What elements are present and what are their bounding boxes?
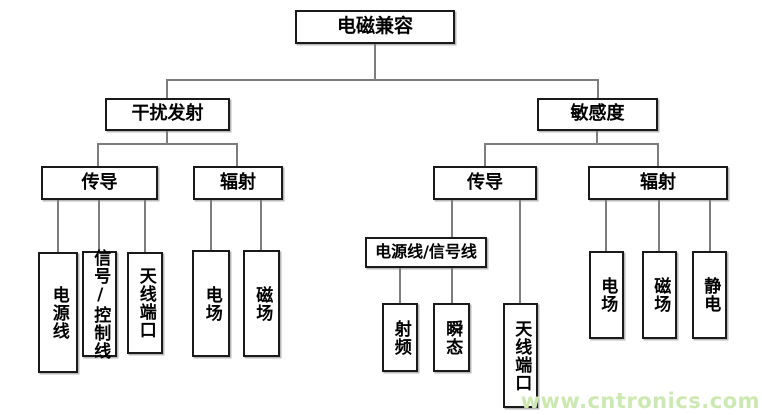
connector-line (657, 143, 659, 167)
node-antenna-port-susceptibility: 天线端口 (503, 303, 538, 408)
connector-line (605, 199, 607, 252)
connector-line (166, 79, 599, 81)
node-conduction-susceptibility: 传导 (433, 166, 537, 200)
node-signal-control-line: 信号/控制线 (82, 248, 117, 360)
connector-line (260, 199, 262, 251)
node-radiation-susceptibility: 辐射 (588, 166, 728, 200)
node-signal-control-line-label: 信号/控制线 (90, 248, 111, 360)
node-esd: 静电 (692, 251, 727, 339)
node-m-field-susceptibility: 磁场 (642, 251, 677, 339)
node-conduction-emission: 传导 (41, 166, 158, 200)
node-power-signal-line-label: 电源线/信号线 (375, 242, 477, 262)
connector-line (97, 143, 238, 145)
node-conduction-emission-label: 传导 (81, 171, 118, 193)
connector-line (57, 199, 59, 253)
connector-line (399, 266, 401, 304)
node-m-field-susceptibility-label: 磁场 (650, 277, 671, 313)
node-radiation-emission: 辐射 (193, 166, 283, 200)
node-emc: 电磁兼容 (295, 10, 455, 44)
connector-line (451, 266, 453, 304)
node-rf-label: 射频 (390, 319, 411, 356)
connector-line (236, 143, 238, 167)
node-susceptibility: 敏感度 (537, 98, 658, 131)
connector-line (210, 199, 212, 251)
connector-line (519, 199, 521, 304)
connector-line (709, 199, 711, 252)
node-radiation-emission-label: 辐射 (220, 171, 256, 193)
node-e-field-emission-label: 电场 (201, 285, 222, 322)
connector-line (98, 199, 100, 252)
node-power-signal-line: 电源线/信号线 (365, 237, 487, 268)
node-e-field-susceptibility: 电场 (589, 251, 624, 339)
connector-line (484, 143, 659, 145)
node-susceptibility-label: 敏感度 (570, 103, 625, 125)
connector-line (596, 131, 598, 145)
node-antenna-port-susceptibility-label: 天线端口 (511, 319, 532, 392)
connector-line (166, 79, 168, 99)
connector-line (374, 44, 376, 80)
node-radiation-susceptibility-label: 辐射 (640, 171, 676, 193)
node-power-line: 电源线 (38, 252, 78, 373)
node-antenna-port-emission: 天线端口 (127, 252, 163, 354)
watermark: www.cntronics.com (520, 389, 760, 413)
connector-line (97, 143, 99, 167)
node-emission-label: 干扰发射 (131, 103, 204, 125)
node-antenna-port-emission-label: 天线端口 (135, 267, 156, 339)
connector-line (166, 131, 168, 145)
connector-line (597, 79, 599, 99)
connector-line (144, 199, 146, 253)
connector-line (484, 143, 486, 167)
node-m-field-emission-label: 磁场 (252, 285, 273, 322)
node-emission: 干扰发射 (105, 98, 230, 131)
node-e-field-emission: 电场 (192, 250, 230, 357)
connector-line (451, 199, 453, 238)
node-power-line-label: 电源线 (48, 285, 69, 340)
node-transient-label: 瞬态 (442, 319, 463, 356)
node-rf: 射频 (382, 303, 418, 372)
node-m-field-emission: 磁场 (243, 250, 280, 357)
node-conduction-susceptibility-label: 传导 (467, 171, 503, 193)
node-esd-label: 静电 (700, 277, 721, 313)
node-transient: 瞬态 (433, 303, 470, 372)
connector-line (658, 199, 660, 252)
node-e-field-susceptibility-label: 电场 (597, 277, 618, 313)
node-emc-label: 电磁兼容 (336, 15, 413, 38)
